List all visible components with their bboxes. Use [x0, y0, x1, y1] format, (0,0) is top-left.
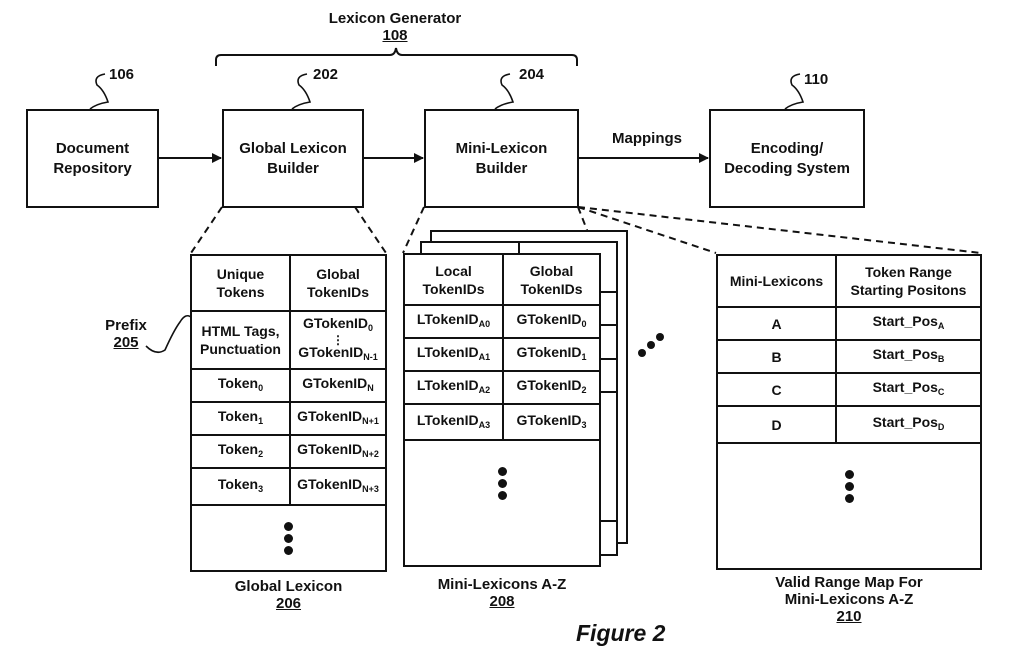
mini-lexicons-ref: 208 — [489, 593, 515, 610]
ref-205-leader — [145, 314, 193, 354]
ref-106-leader — [89, 73, 110, 110]
prefix-ref: 205 — [113, 334, 139, 351]
figure-caption: Figure 2 — [576, 620, 666, 646]
valid-range-map-caption: Valid Range Map For Mini-Lexicons A-Z 21… — [716, 574, 982, 625]
table-row-more — [716, 442, 982, 570]
ref-106: 106 — [109, 66, 135, 83]
ref-202-leader — [291, 73, 312, 110]
ref-110: 110 — [804, 71, 829, 88]
valid-range-map-ref: 210 — [836, 608, 862, 625]
table-row: LTokenIDA3 GTokenID3 — [403, 403, 601, 441]
table-row: LTokenIDA0 GTokenID0 — [403, 304, 601, 339]
table-row: A Start_PosA — [716, 306, 982, 341]
table-row: Token0 GTokenIDN — [190, 368, 387, 403]
vertical-ellipsis-icon — [405, 467, 599, 500]
prefix-label: Prefix 205 — [100, 317, 152, 351]
vertical-ellipsis-icon — [718, 470, 980, 503]
table-row: Token3 GTokenIDN+3 — [190, 467, 387, 506]
table-row-more — [190, 504, 387, 572]
table-row: Token1 GTokenIDN+1 — [190, 401, 387, 436]
table-row-prefix: HTML Tags,Punctuation GTokenID0 ⋮ GToken… — [190, 310, 387, 370]
table-row: Token2 GTokenIDN+2 — [190, 434, 387, 469]
ellipsis-icon — [638, 333, 664, 357]
table-row: B Start_PosB — [716, 339, 982, 374]
lexicon-generator-title: Lexicon Generator 108 — [320, 10, 470, 44]
table-row-more — [403, 439, 601, 567]
table-row: LTokenIDA2 GTokenID2 — [403, 370, 601, 405]
lexicon-generator-brace — [215, 47, 578, 66]
header-mini-lexicons: Mini-Lexicons — [716, 254, 837, 308]
ref-204-leader — [494, 73, 515, 110]
mini-lexicons-caption: Mini-Lexicons A-Z 208 — [403, 576, 601, 610]
ref-202: 202 — [313, 66, 339, 83]
ref-110-leader — [784, 73, 805, 110]
global-lexicon-ref: 206 — [275, 595, 302, 612]
global-lexicon-caption: Global Lexicon 206 — [190, 578, 387, 612]
table-row: C Start_PosC — [716, 372, 982, 407]
encoding-decoding-system-block: Encoding/Decoding System — [709, 109, 865, 208]
table-row: D Start_PosD — [716, 405, 982, 444]
mappings-label: Mappings — [612, 130, 682, 147]
lexicon-generator-ref: 108 — [382, 27, 408, 44]
ref-204: 204 — [519, 66, 545, 83]
table-row: LTokenIDA1 GTokenID1 — [403, 337, 601, 372]
vertical-ellipsis-icon — [192, 521, 385, 555]
